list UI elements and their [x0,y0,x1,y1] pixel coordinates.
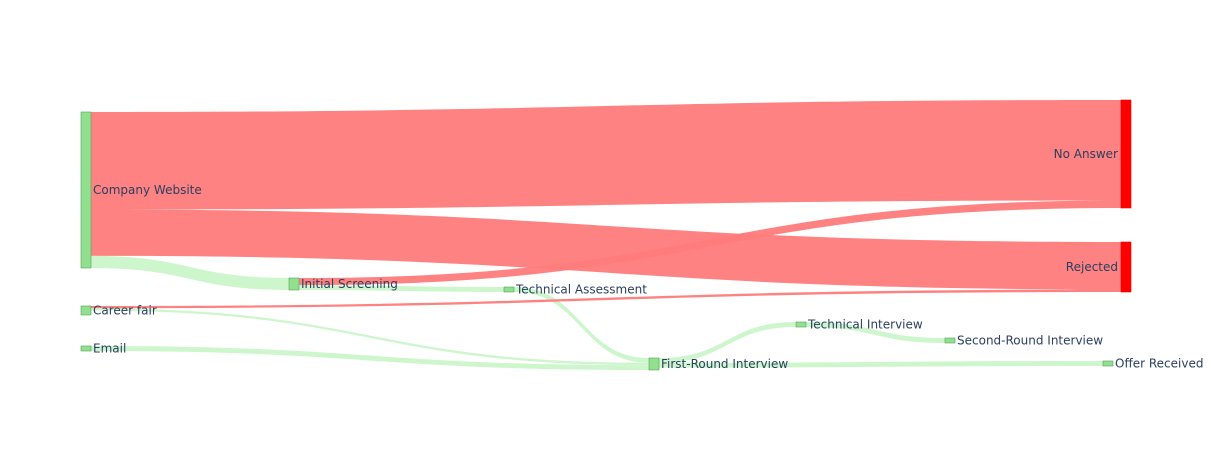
link-first_round-to-technical_interview [659,322,796,363]
sankey-nodes [80,99,1132,371]
link-initial_screening-to-technical_assessment [299,285,504,292]
node-email [80,345,92,352]
node-label-first_round: First-Round Interview [661,357,788,371]
node-label-rejected: Rejected [1066,260,1118,274]
link-career_fair-to-first_round [91,308,649,366]
node-offer [1102,360,1114,367]
node-second_round [944,337,956,344]
link-career_fair-to-rejected [91,289,1121,309]
node-label-career_fair: Career fair [93,304,157,318]
link-company_website-to-no_answer [91,100,1121,210]
node-label-company_website: Company Website [93,183,202,197]
node-technical_assessment [503,286,515,293]
link-company_website-to-initial_screening [91,255,289,290]
node-label-offer: Offer Received [1115,357,1203,371]
node-initial_screening [288,277,300,291]
node-career_fair [80,305,92,316]
link-first_round-to-offer [659,361,1103,368]
node-label-initial_screening: Initial Screening [301,277,398,291]
node-label-no_answer: No Answer [1054,147,1118,161]
sankey-links [91,100,1121,370]
node-rejected [1120,241,1132,293]
node-label-email: Email [93,342,126,356]
node-first_round [648,357,660,371]
link-email-to-first_round [91,346,649,370]
node-technical_interview [795,321,807,328]
link-initial_screening-to-no_answer [299,200,1121,286]
link-company_website-to-rejected [91,209,1121,290]
node-label-technical_assessment: Technical Assessment [515,283,647,297]
node-label-technical_interview: Technical Interview [807,318,923,332]
node-label-second_round: Second-Round Interview [957,334,1103,348]
node-no_answer [1120,99,1132,209]
node-company_website [80,111,92,269]
link-technical_assessment-to-first_round [514,287,649,363]
link-technical_interview-to-second_round [806,322,945,343]
